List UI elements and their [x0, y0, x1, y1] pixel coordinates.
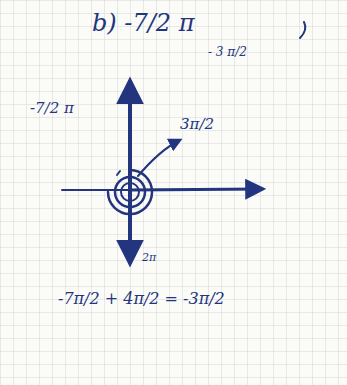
- axis-up: [128, 82, 132, 192]
- angle-label: -7/2 π: [30, 100, 74, 117]
- spiral-turn: [108, 170, 152, 214]
- tick-mark: [117, 171, 120, 175]
- axis-left: [62, 189, 130, 191]
- axis-right: [130, 189, 262, 190]
- spiral-turn: [121, 183, 139, 201]
- equation: -7π/2 + 4π/2 = -3π/2: [58, 290, 225, 308]
- spiral-turn: [115, 177, 145, 207]
- angle-arrow: [138, 140, 180, 176]
- angle-label: 2π: [142, 252, 156, 264]
- note: - 3 π/2: [208, 46, 247, 59]
- angle-label: 3π/2: [180, 116, 214, 133]
- axis-down: [128, 192, 132, 262]
- problem-title: b) -7/2 π: [92, 10, 195, 36]
- scribble: [300, 22, 305, 38]
